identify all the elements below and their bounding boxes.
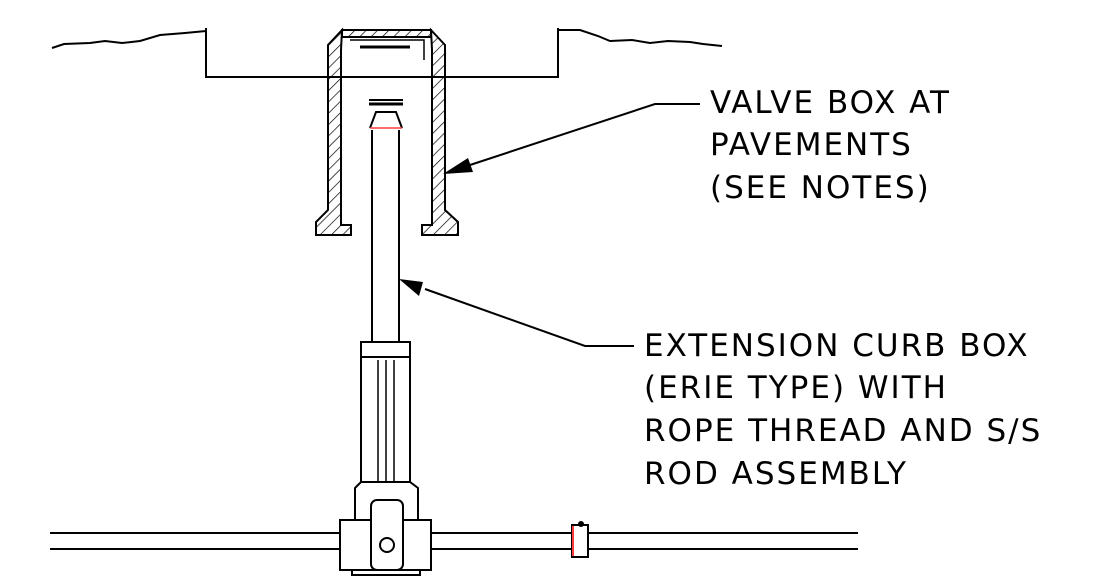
rod-collar [369, 111, 403, 129]
valve-box-callout-line-1: VALVE BOX AT [710, 85, 951, 121]
valve-box-leader-arrowhead [443, 158, 473, 174]
valve-box-right-wall [421, 27, 459, 236]
pipe-coupling-dot [578, 521, 584, 527]
pavement-slab [205, 28, 559, 78]
ground-surface-right [558, 29, 723, 47]
curb-box-callout-line-4: ROD ASSEMBLY [644, 456, 908, 492]
curb-box-leader-arrowhead [399, 279, 423, 296]
curb-box-leader-line [424, 288, 634, 347]
valve-box-leader-line [469, 103, 700, 166]
valve-base [351, 570, 421, 576]
valve-box-left-wall [315, 27, 352, 236]
valve-box-callout-line-3: (SEE NOTES) [710, 170, 931, 206]
curb-box-upper-collar [360, 341, 411, 358]
valve-box-callout-line-2: PAVEMENTS [710, 127, 913, 163]
curb-box-callout-line-1: EXTENSION CURB BOX [644, 328, 1030, 364]
curb-box-callout-line-2: (ERIE TYPE) WITH [644, 370, 948, 406]
valve-box-inner-top [350, 39, 425, 60]
pipe-coupling [571, 524, 589, 558]
ground-surface-left [51, 30, 207, 49]
valve-center-housing [370, 499, 404, 571]
curb-box-callout-line-3: ROPE THREAD AND S/S [644, 413, 1043, 449]
valve-box-lid [341, 29, 432, 38]
valve-ball [379, 537, 395, 553]
